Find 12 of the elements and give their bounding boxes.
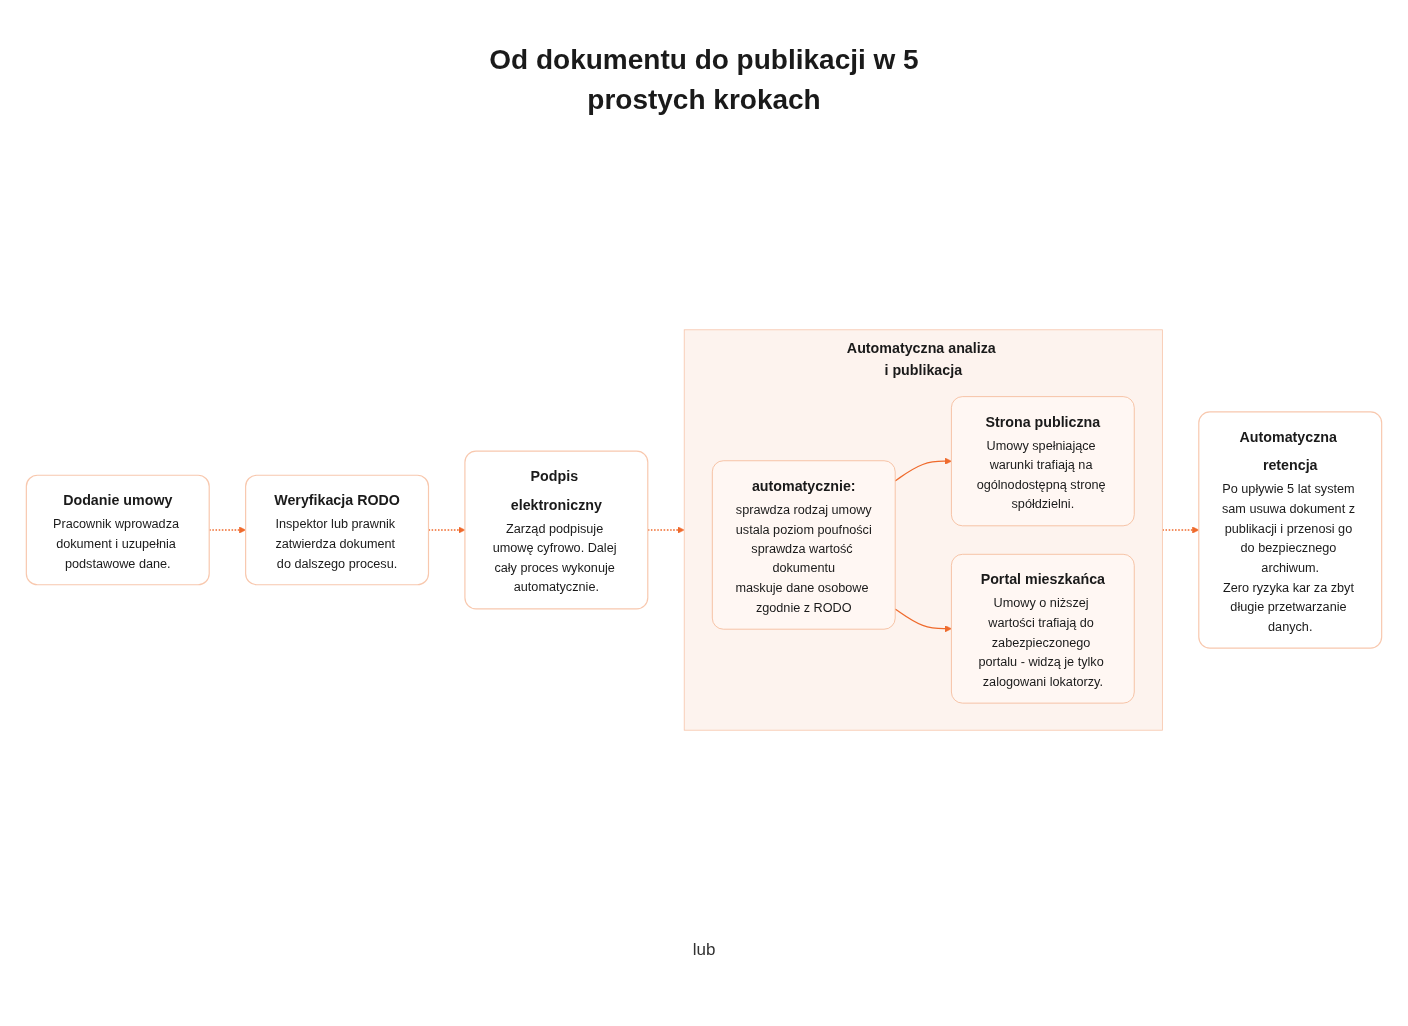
node-box: Automatyczna retencja Po upływie 5 lat system sam usuwa dokument z publikacji i przenosi go do bezpiecznego archiwum. Zero ryzyka kar za zbyt długie przetwarzanie danych. xyxy=(1198,411,1383,649)
node-box: Portal mieszkańca Umowy o niższej wartości trafiają do zabezpieczonego portalu - widzą je tylko zalogowani lokatorzy. xyxy=(951,553,1135,704)
node-box: Weryfikacja RODO Inspektor lub prawnik zatwierdza dokument do dalszego procesu. xyxy=(245,474,430,586)
node-box: Podpis elektroniczny Zarząd podpisuje umowę cyfrowo. Dalej cały proces wykonuje automatycznie. xyxy=(464,450,649,610)
node-box: automatycznie: sprawdza rodzaj umowy ustala poziom poufności sprawdza wartość dokumentu maskuje dane osobowe zgodnie z RODO xyxy=(711,460,896,630)
arrow xyxy=(647,526,685,534)
node-box: Strona publiczna Umowy spełniające warunki trafiają na ogólnodostępną stronę spółdzielni. xyxy=(951,396,1135,527)
arrow xyxy=(894,608,952,633)
node-box: Dodanie umowy Pracownik wprowadza dokument i uzupełnia podstawowe dane. xyxy=(25,474,210,586)
note-text: lub xyxy=(692,940,716,960)
arrow xyxy=(894,457,952,482)
diagram-title: Od dokumentu do publikacji w 5 prostych krokach xyxy=(488,43,920,117)
